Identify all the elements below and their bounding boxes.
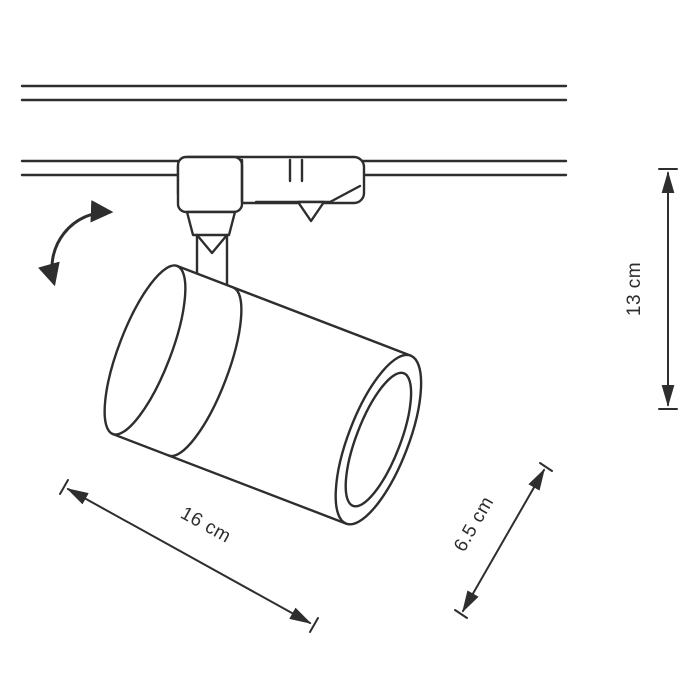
diameter-dimension [454, 462, 553, 619]
spotlight-seam [167, 286, 243, 458]
length-dimension [59, 479, 319, 633]
arm-clip [195, 233, 229, 255]
length-extension-tick [59, 479, 69, 495]
adapter-latch [296, 200, 326, 223]
adapter-lever [254, 184, 362, 204]
adapter-left-block [176, 155, 244, 214]
spotlight-barrel-top-edge [176, 264, 412, 357]
track-adapter [176, 155, 366, 223]
length-dimension-label: 16 cm [177, 503, 235, 548]
diameter-dimension-label: 6.5 cm [450, 493, 498, 555]
spotlight-inner-rim [344, 371, 413, 508]
height-dimension-label: 13 cm [624, 262, 645, 316]
tilt-rotation-arrow-icon [38, 200, 114, 287]
spotlight-body [103, 264, 423, 526]
diameter-extension-tick [539, 462, 553, 472]
spotlight-front-rim [334, 353, 423, 526]
diameter-extension-tick [454, 609, 468, 619]
spotlight-barrel [112, 265, 411, 524]
arm-bracket [185, 210, 237, 237]
height-dimension [658, 168, 678, 410]
length-dimension-arrow [66, 488, 312, 624]
diameter-dimension-arrow [462, 468, 545, 613]
length-extension-tick [309, 617, 319, 633]
